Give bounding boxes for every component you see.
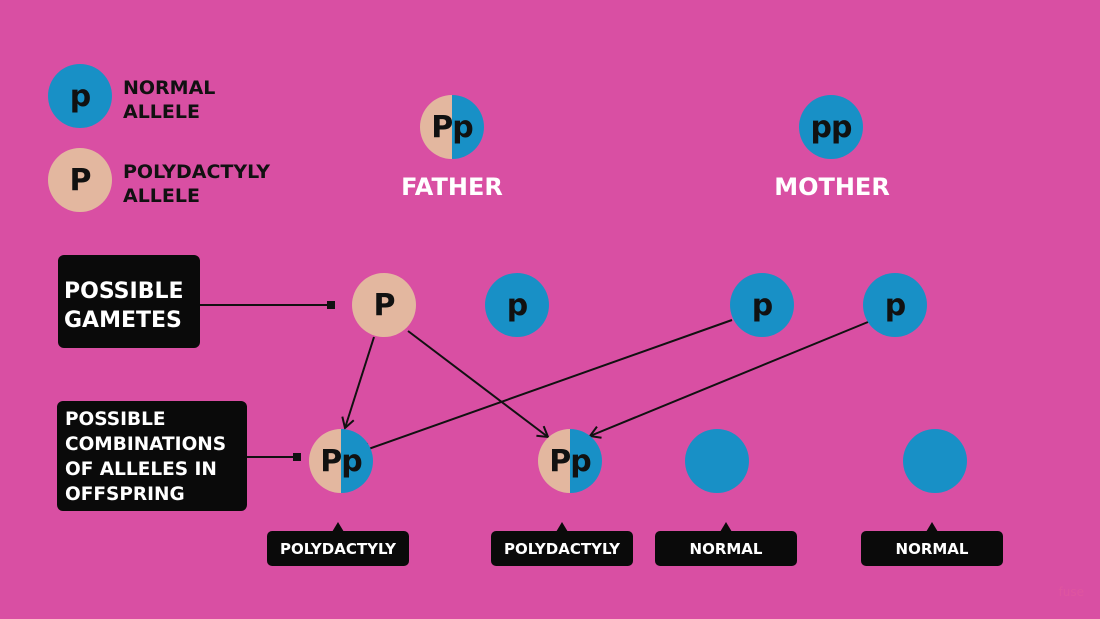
offspring-2-phenotype: POLYDACTYLY — [491, 522, 633, 566]
arrow — [407, 330, 550, 439]
offspring-1-phenotype: POLYDACTYLY — [267, 522, 409, 566]
gamete-mother-p2: p — [863, 273, 927, 337]
gamete-mother-p1: p — [730, 273, 794, 337]
father-genotype: Pp — [420, 95, 484, 159]
offspring-4 — [903, 429, 967, 493]
offspring-4-phenotype: NORMAL — [861, 522, 1003, 566]
offspring-1: Pp — [309, 429, 373, 493]
mother-genotype: pp — [799, 95, 863, 159]
offspring-3 — [685, 429, 749, 493]
logo: fuse — [1058, 585, 1084, 599]
arrow — [341, 336, 375, 430]
mother-label: MOTHER — [774, 173, 890, 201]
normal-allele-icon: p — [48, 64, 112, 128]
gamete-father-P: P — [352, 273, 416, 337]
offspring-2: Pp — [538, 429, 602, 493]
arrow — [588, 321, 869, 439]
polydactyly-allele-icon: P — [48, 148, 112, 212]
father-label: FATHER — [401, 173, 503, 201]
offspring-3-phenotype: NORMAL — [655, 522, 797, 566]
arrow — [358, 319, 733, 456]
gamete-father-p: p — [485, 273, 549, 337]
